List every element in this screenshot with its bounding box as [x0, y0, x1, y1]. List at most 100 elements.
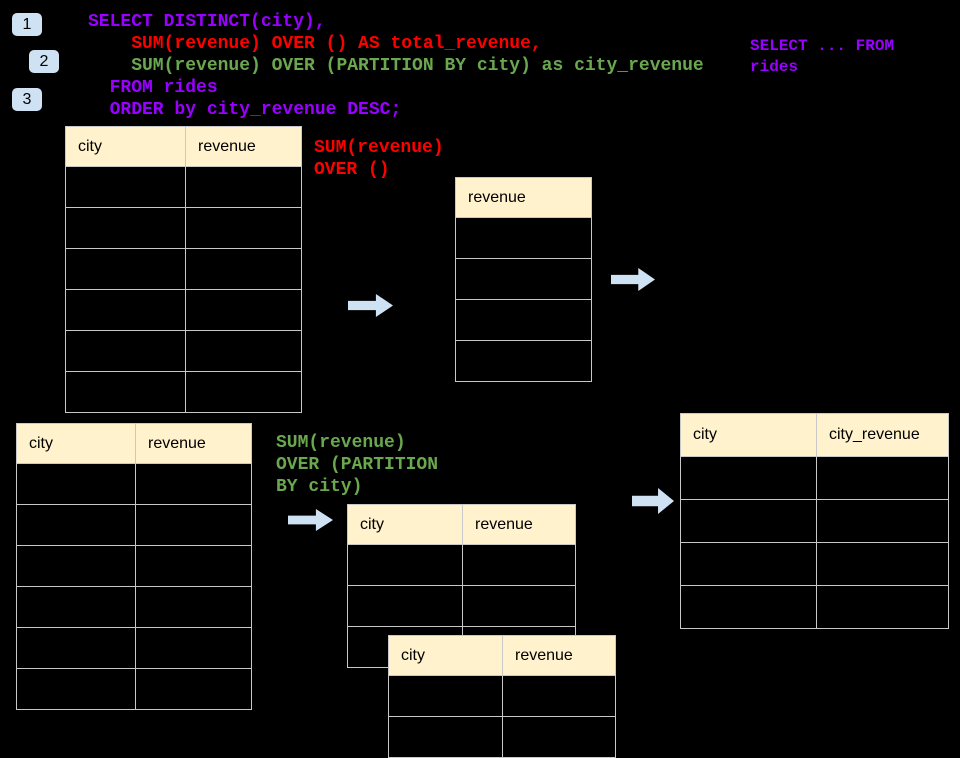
table-row: [455, 258, 592, 300]
table-row: [16, 627, 252, 669]
code-line: SUM(revenue) OVER () AS total_revenue,: [88, 34, 542, 54]
table-header-row: revenue: [455, 177, 592, 218]
empty-cell: [462, 585, 576, 627]
table-total-revenue-result: revenue: [455, 177, 592, 382]
column-header-city: city: [388, 635, 503, 676]
step-badge-2: 2: [29, 50, 59, 73]
code-line: ORDER by city_revenue DESC;: [88, 100, 402, 120]
empty-cell: [680, 456, 817, 500]
column-header-city: city: [65, 126, 186, 167]
table-row: [680, 585, 949, 629]
table-row: [65, 207, 302, 249]
empty-cell: [65, 289, 186, 331]
sql-from-note: SELECT ... FROM rides: [750, 36, 894, 78]
table-row: [455, 340, 592, 382]
table-row: [680, 542, 949, 586]
empty-cell: [135, 463, 252, 505]
empty-cell: [16, 463, 136, 505]
empty-cell: [16, 586, 136, 628]
arrow-right-icon: [611, 268, 655, 291]
code-line: rides: [750, 58, 799, 76]
total-revenue-annotation: SUM(revenue)OVER (): [314, 137, 444, 181]
column-header-city: city: [680, 413, 817, 457]
empty-cell: [16, 627, 136, 669]
column-header-revenue: revenue: [455, 177, 592, 218]
table-row: [680, 456, 949, 500]
empty-cell: [185, 166, 302, 208]
empty-cell: [65, 207, 186, 249]
empty-cell: [65, 248, 186, 290]
code-line: OVER (): [314, 160, 390, 180]
empty-cell: [185, 371, 302, 413]
empty-cell: [135, 627, 252, 669]
column-header-revenue: revenue: [462, 504, 576, 545]
code-line: SUM(revenue): [276, 433, 406, 453]
table-row: [65, 330, 302, 372]
table-row: [680, 499, 949, 543]
table-row: [16, 463, 252, 505]
empty-cell: [816, 499, 949, 543]
column-header-city_revenue: city_revenue: [816, 413, 949, 457]
arrow-right-icon: [632, 488, 674, 514]
empty-cell: [185, 207, 302, 249]
table-row: [65, 289, 302, 331]
empty-cell: [455, 340, 592, 382]
code-line: OVER (PARTITION: [276, 455, 439, 475]
code-line: SELECT ... FROM: [750, 37, 895, 55]
empty-cell: [347, 585, 463, 627]
table-row: [347, 544, 576, 586]
code-line: BY city): [276, 477, 363, 497]
table-row: [16, 586, 252, 628]
arrow-right-icon: [288, 509, 333, 531]
empty-cell: [135, 504, 252, 546]
empty-cell: [65, 371, 186, 413]
column-header-revenue: revenue: [185, 126, 302, 167]
arrow-right-icon: [348, 294, 393, 317]
empty-cell: [65, 330, 186, 372]
empty-cell: [388, 716, 503, 758]
column-header-revenue: revenue: [135, 423, 252, 464]
table-row: [16, 668, 252, 710]
empty-cell: [816, 585, 949, 629]
empty-cell: [16, 504, 136, 546]
empty-cell: [462, 544, 576, 586]
column-header-city: city: [347, 504, 463, 545]
empty-cell: [135, 668, 252, 710]
table-row: [16, 545, 252, 587]
slide-canvas: 1 2 3 SELECT DISTINCT(city), SUM(revenue…: [12, 11, 949, 758]
empty-cell: [135, 586, 252, 628]
table-row: [455, 217, 592, 259]
column-header-revenue: revenue: [502, 635, 616, 676]
empty-cell: [185, 330, 302, 372]
code-line: SUM(revenue): [314, 138, 444, 158]
empty-cell: [135, 545, 252, 587]
empty-cell: [680, 542, 817, 586]
empty-cell: [816, 542, 949, 586]
empty-cell: [455, 258, 592, 300]
empty-cell: [680, 499, 817, 543]
step-badge-1: 1: [12, 13, 42, 36]
table-row: [347, 585, 576, 627]
column-header-city: city: [16, 423, 136, 464]
empty-cell: [185, 289, 302, 331]
empty-cell: [185, 248, 302, 290]
code-line: SUM(revenue) OVER (PARTITION BY city) as…: [88, 56, 704, 76]
table-row: [65, 371, 302, 413]
empty-cell: [65, 166, 186, 208]
table-row: [388, 716, 616, 758]
empty-cell: [680, 585, 817, 629]
step-badge-3: 3: [12, 88, 42, 111]
table-row: [65, 166, 302, 208]
sql-query-code: SELECT DISTINCT(city), SUM(revenue) OVER…: [88, 11, 704, 121]
empty-cell: [455, 217, 592, 259]
